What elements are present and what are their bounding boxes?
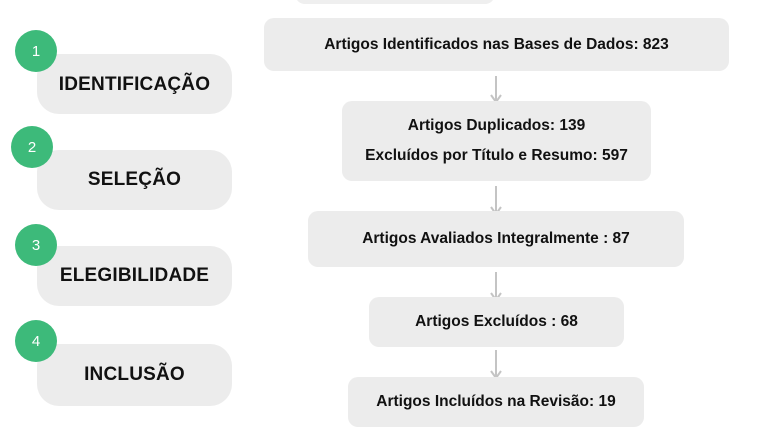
stage-pill-inclusion: INCLUSÃO <box>37 344 232 406</box>
excluded-title-abstract-text: Excluídos por Título e Resumo: 597 <box>365 147 628 164</box>
excluded-count-text: Artigos Excluídos : 68 <box>415 313 578 330</box>
stage-label-identification: IDENTIFICAÇÃO <box>58 74 211 95</box>
stage-number-2: 2 <box>27 138 37 156</box>
flow-box-full-text: Artigos Avaliados Integralmente : 87 <box>308 211 684 267</box>
stage-number-badge-3: 3 <box>15 224 57 266</box>
stage-label-inclusion: INCLUSÃO <box>84 364 185 385</box>
stage-number-4: 4 <box>31 332 41 350</box>
included-count-text: Artigos Incluídos na Revisão: 19 <box>376 393 616 410</box>
stage-pill-eligibility: ELEGIBILIDADE <box>37 246 232 306</box>
flow-box-identified: Artigos Identificados nas Bases de Dados… <box>264 18 729 71</box>
stage-pill-identification: IDENTIFICAÇÃO <box>37 54 232 114</box>
flow-box-excluded: Artigos Excluídos : 68 <box>369 297 624 347</box>
stage-number-1: 1 <box>31 42 41 60</box>
stage-number-badge-1: 1 <box>15 30 57 72</box>
duplicates-count-text: Artigos Duplicados: 139 <box>407 117 586 134</box>
flow-box-included: Artigos Incluídos na Revisão: 19 <box>348 377 644 427</box>
identified-count-text: Artigos Identificados nas Bases de Dados… <box>324 35 669 53</box>
stage-number-3: 3 <box>31 236 41 254</box>
stage-number-badge-2: 2 <box>11 126 53 168</box>
cropped-header-box <box>295 0 495 4</box>
stage-pill-selection: SELEÇÃO <box>37 150 232 210</box>
stage-label-eligibility: ELEGIBILIDADE <box>59 265 210 286</box>
flow-box-screening: Artigos Duplicados: 139 Excluídos por Tí… <box>342 101 651 181</box>
stage-number-badge-4: 4 <box>15 320 57 362</box>
stage-label-selection: SELEÇÃO <box>87 169 182 190</box>
full-text-assessed-text: Artigos Avaliados Integralmente : 87 <box>362 230 630 247</box>
